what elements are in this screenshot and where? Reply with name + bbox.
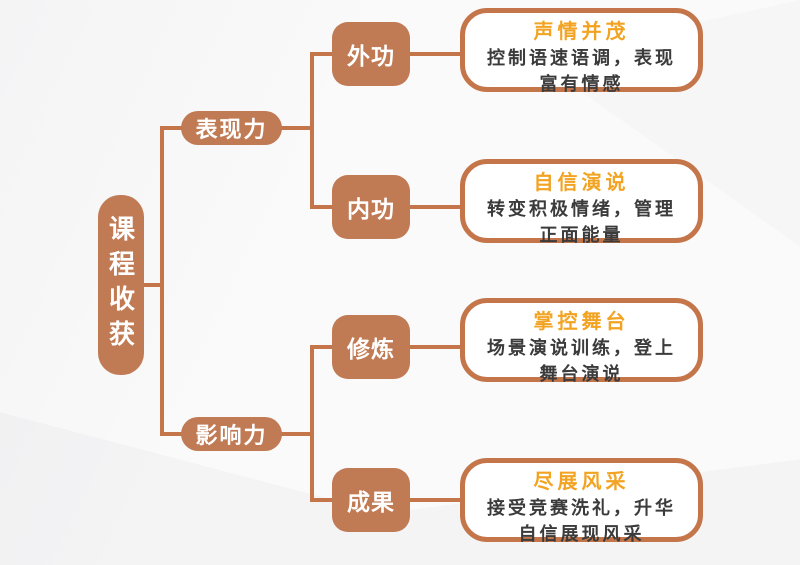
detail-card: 尽展风采 接受竞赛洗礼，升华自信展现风采 [460, 458, 703, 544]
branch-topic-influence: 影响力 [181, 417, 282, 451]
connector-line [408, 205, 463, 209]
card-title: 自信演说 [533, 172, 630, 194]
detail-card: 声情并茂 控制语速语调，表现富有情感 [460, 8, 703, 94]
connector-line [314, 345, 334, 349]
card-body: 场景演说训练，登上舞台演说 [487, 338, 676, 384]
connector-line [314, 498, 334, 502]
card-title: 掌控舞台 [533, 311, 630, 333]
sub-topic-practice: 修炼 [332, 315, 410, 379]
connector-line [408, 498, 463, 502]
connector-line [164, 432, 182, 436]
card-body: 接受竞赛洗礼，升华自信展现风采 [487, 498, 676, 544]
detail-card: 掌控舞台 场景演说训练，登上舞台演说 [460, 298, 703, 384]
card-title: 尽展风采 [533, 471, 630, 493]
card-body: 控制语速语调，表现富有情感 [487, 48, 676, 94]
connector-line [310, 345, 314, 502]
connector-line [408, 345, 463, 349]
connector-line [408, 52, 463, 56]
card-title: 声情并茂 [533, 21, 630, 43]
root-topic: 课程收获 [98, 195, 144, 375]
detail-card: 自信演说 转变积极情绪，管理正面能量 [460, 159, 703, 245]
connector-line [314, 52, 334, 56]
branch-topic-expressiveness: 表现力 [181, 111, 282, 145]
sub-topic-external-skill: 外功 [332, 22, 410, 86]
connector-line [314, 205, 334, 209]
card-body: 转变积极情绪，管理正面能量 [487, 199, 676, 245]
connector-line [280, 432, 312, 436]
connector-line [160, 126, 164, 436]
connector-line [143, 283, 164, 287]
connector-line [310, 52, 314, 209]
sub-topic-internal-skill: 内功 [332, 175, 410, 239]
connector-line [280, 126, 312, 130]
connector-line [164, 126, 182, 130]
sub-topic-result: 成果 [332, 468, 410, 532]
